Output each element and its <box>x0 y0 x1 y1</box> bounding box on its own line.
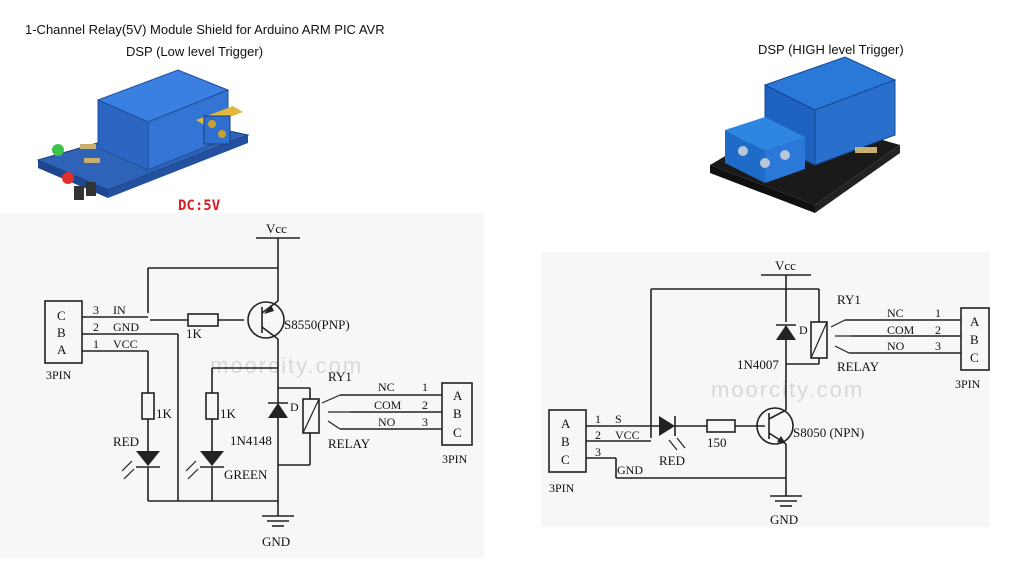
output-signal-nc: NC <box>378 380 395 394</box>
relay-ref-label: RY1 <box>328 369 352 384</box>
right-output-signal-com: COM <box>887 323 915 337</box>
right-input-connector-label: 3PIN <box>549 481 575 495</box>
input-pin-b: B <box>57 325 66 340</box>
input-signal-gnd: GND <box>113 320 139 334</box>
transistor-label: S8550(PNP) <box>284 317 350 332</box>
green-led-resistor-label: 1K <box>220 406 237 421</box>
right-input-pin-c: C <box>561 452 570 467</box>
right-input-pin-a: A <box>561 416 571 431</box>
output-pin-number-2: 2 <box>422 398 428 412</box>
right-transistor-label: S8050 (NPN) <box>793 425 864 440</box>
right-vcc-label: Vcc <box>775 258 796 273</box>
right-input-signal-vcc: VCC <box>615 428 640 442</box>
low-trigger-module-photo: DC:5V <box>36 69 250 214</box>
page-title: 1-Channel Relay(5V) Module Shield for Ar… <box>25 22 385 37</box>
input-connector <box>44 300 83 364</box>
watermark: moorcity.com <box>210 353 363 378</box>
input-pin-a: A <box>57 342 67 357</box>
input-connector-label: 3PIN <box>46 368 72 382</box>
flyback-diode-symbol <box>268 403 288 418</box>
red-led-resistor <box>141 392 155 420</box>
input-pin-number-1: 1 <box>93 337 99 351</box>
green-led-resistor <box>205 392 219 420</box>
left-gnd-label: GND <box>262 534 290 549</box>
npn-transistor-symbol <box>756 407 794 445</box>
left-vcc-label: Vcc <box>266 221 287 236</box>
high-trigger-module-photo <box>710 56 900 213</box>
red-led-symbol <box>136 451 160 466</box>
high-trigger-schematic: moorcity.com Vcc RY1 D 1N4007 RELAY NC C… <box>548 258 990 527</box>
relay-label: RELAY <box>328 436 371 451</box>
right-input-pin-number-1: 1 <box>595 412 601 426</box>
output-pin-number-3: 3 <box>422 415 428 429</box>
right-relay-ref-label: RY1 <box>837 292 861 307</box>
pnp-transistor-symbol <box>247 301 285 339</box>
right-input-signal-s: S <box>615 412 622 426</box>
watermark-right: moorcity.com <box>711 377 864 402</box>
dc-label: DC:5V <box>178 198 221 214</box>
right-output-pin-b: B <box>970 332 979 347</box>
output-signal-no: NO <box>378 415 396 429</box>
output-connector-label: 3PIN <box>442 452 468 466</box>
low-trigger-schematic: moorcity.com Vcc S8550(PNP) 1K C B A 3PI… <box>44 221 473 549</box>
output-connector <box>441 382 473 446</box>
output-pin-number-1: 1 <box>422 380 428 394</box>
right-diode-symbol <box>776 325 796 340</box>
output-pin-b: B <box>453 406 462 421</box>
output-signal-com: COM <box>374 398 402 412</box>
right-base-resistor-label: 150 <box>707 435 727 450</box>
right-led-label: RED <box>659 453 685 468</box>
right-output-signal-no: NO <box>887 339 905 353</box>
right-base-resistor <box>706 419 736 433</box>
base-resistor-label: 1K <box>186 326 203 341</box>
output-pin-c: C <box>453 425 462 440</box>
base-resistor <box>187 313 219 327</box>
relay-coil <box>302 398 320 434</box>
right-gnd-label: GND <box>770 512 798 527</box>
right-output-pin-number-3: 3 <box>935 339 941 353</box>
high-trigger-caption: DSP (HIGH level Trigger) <box>758 42 904 57</box>
input-pin-number-3: 3 <box>93 303 99 317</box>
diode-label: 1N4148 <box>230 433 272 448</box>
red-led-resistor-label: 1K <box>156 406 173 421</box>
right-schematic-background <box>541 252 990 527</box>
right-diode-label: 1N4007 <box>737 357 779 372</box>
right-output-pin-number-1: 1 <box>935 306 941 320</box>
right-output-pin-c: C <box>970 350 979 365</box>
right-output-connector-label: 3PIN <box>955 377 981 391</box>
right-output-connector <box>960 307 990 371</box>
right-led-symbol <box>659 416 675 436</box>
right-diode-ref-label: D <box>799 323 808 337</box>
right-input-pin-number-2: 2 <box>595 428 601 442</box>
green-led-label: GREEN <box>224 467 268 482</box>
low-trigger-caption: DSP (Low level Trigger) <box>126 44 264 59</box>
right-output-pin-number-2: 2 <box>935 323 941 337</box>
right-relay-label: RELAY <box>837 359 880 374</box>
input-pin-c: C <box>57 308 66 323</box>
red-led-label: RED <box>113 434 139 449</box>
right-input-pin-b: B <box>561 434 570 449</box>
output-pin-a: A <box>453 388 463 403</box>
input-signal-in: IN <box>113 303 126 317</box>
diode-ref-label: D <box>290 400 299 414</box>
input-pin-number-2: 2 <box>93 320 99 334</box>
input-signal-vcc: VCC <box>113 337 138 351</box>
right-input-pin-number-3: 3 <box>595 445 601 459</box>
right-output-pin-a: A <box>970 314 980 329</box>
green-led-symbol <box>200 451 224 466</box>
right-output-signal-nc: NC <box>887 306 904 320</box>
right-input-signal-gnd: GND <box>617 463 643 477</box>
